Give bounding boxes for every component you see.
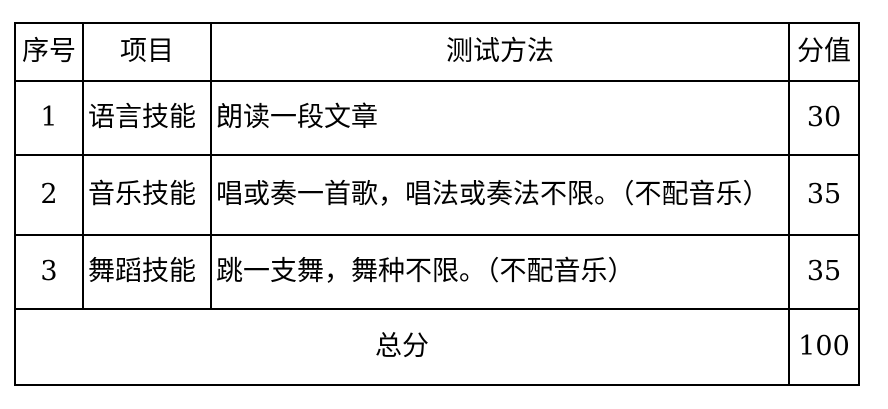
- table-row: 3 舞蹈技能 跳一支舞，舞种不限。（不配音乐） 35: [14, 234, 860, 310]
- row-item: 音乐技能: [82, 154, 212, 236]
- header-method: 测试方法: [210, 22, 790, 82]
- total-label: 总分: [14, 308, 790, 386]
- header-seq: 序号: [14, 22, 84, 82]
- score-table: 序号 项目 测试方法 分值 1 语言技能 朗读一段文章 30 2 音乐技能 唱或…: [14, 22, 860, 386]
- row-score: 35: [788, 234, 860, 310]
- row-seq: 1: [14, 80, 84, 156]
- row-method: 跳一支舞，舞种不限。（不配音乐）: [210, 234, 790, 310]
- table-row: 2 音乐技能 唱或奏一首歌，唱法或奏法不限。（不配音乐） 35: [14, 154, 860, 236]
- row-seq: 2: [14, 154, 84, 236]
- row-item: 舞蹈技能: [82, 234, 212, 310]
- row-seq: 3: [14, 234, 84, 310]
- row-item: 语言技能: [82, 80, 212, 156]
- header-item: 项目: [82, 22, 212, 82]
- row-method: 唱或奏一首歌，唱法或奏法不限。（不配音乐）: [210, 154, 790, 236]
- header-row: 序号 项目 测试方法 分值: [14, 22, 860, 82]
- total-row: 总分 100: [14, 308, 860, 386]
- row-score: 35: [788, 154, 860, 236]
- header-score: 分值: [788, 22, 860, 82]
- row-score: 30: [788, 80, 860, 156]
- row-method: 朗读一段文章: [210, 80, 790, 156]
- total-score: 100: [788, 308, 860, 386]
- table-row: 1 语言技能 朗读一段文章 30: [14, 80, 860, 156]
